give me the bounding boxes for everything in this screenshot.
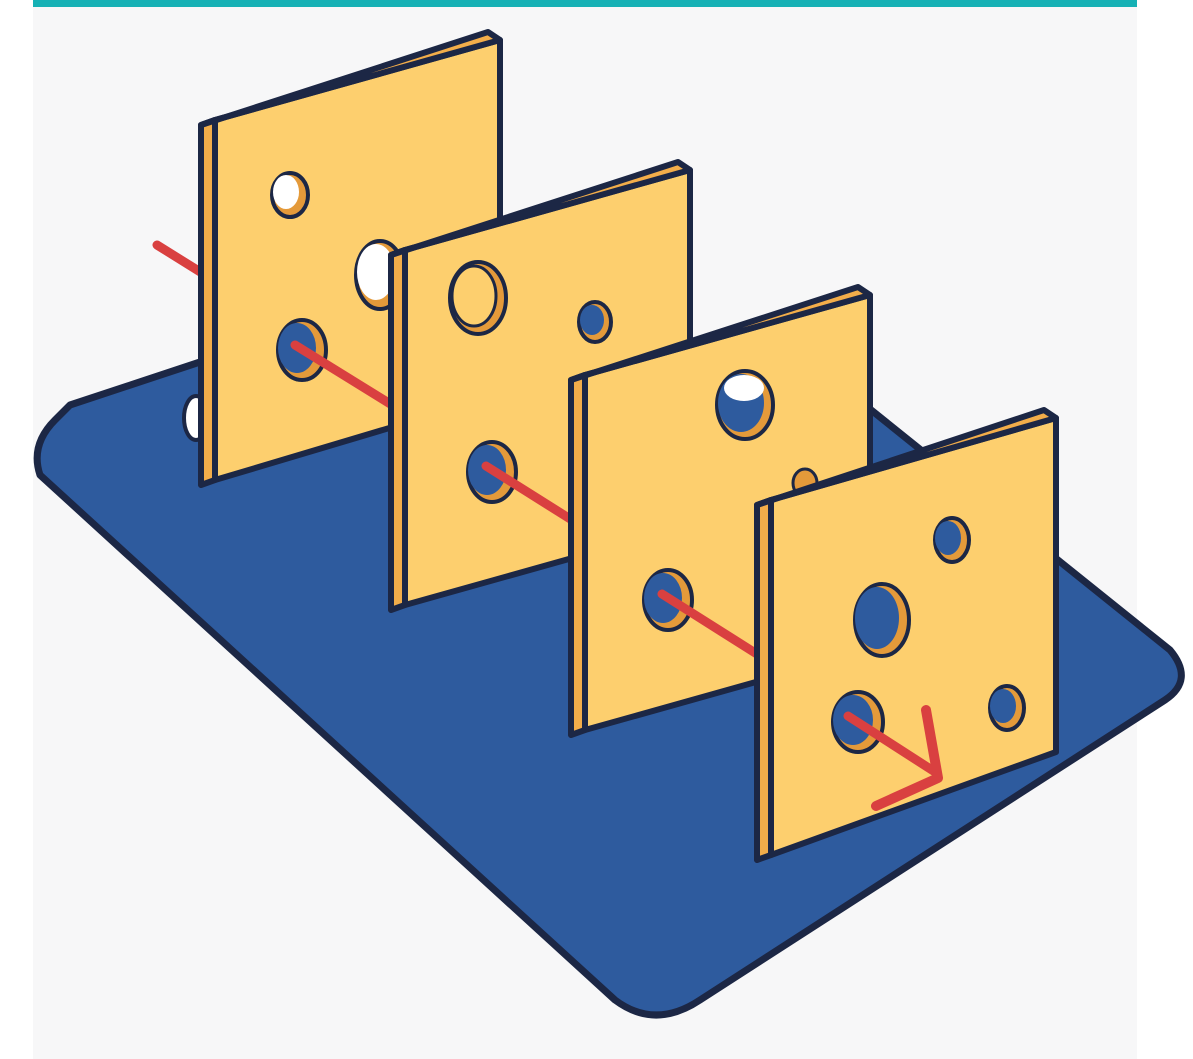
hole-icon <box>466 440 518 504</box>
slice-top-edge <box>568 284 873 383</box>
trajectory-arrow-icon <box>290 340 397 410</box>
hole-icon <box>715 369 775 441</box>
accent-bar <box>33 0 1137 7</box>
trajectory-arrow-icon <box>657 589 765 661</box>
slice-top-edge <box>388 159 693 258</box>
hole-icon <box>577 300 613 344</box>
slice-top-edge <box>198 29 503 128</box>
slice-top-edge <box>754 407 1059 508</box>
trajectory-arrow-icon <box>843 705 943 811</box>
trajectory-arrow-icon <box>481 461 580 527</box>
hole-icon <box>988 684 1026 732</box>
hole-icon <box>933 516 971 564</box>
hole-icon <box>270 171 310 219</box>
hole-icon <box>853 582 911 658</box>
hole-icon <box>448 260 508 336</box>
